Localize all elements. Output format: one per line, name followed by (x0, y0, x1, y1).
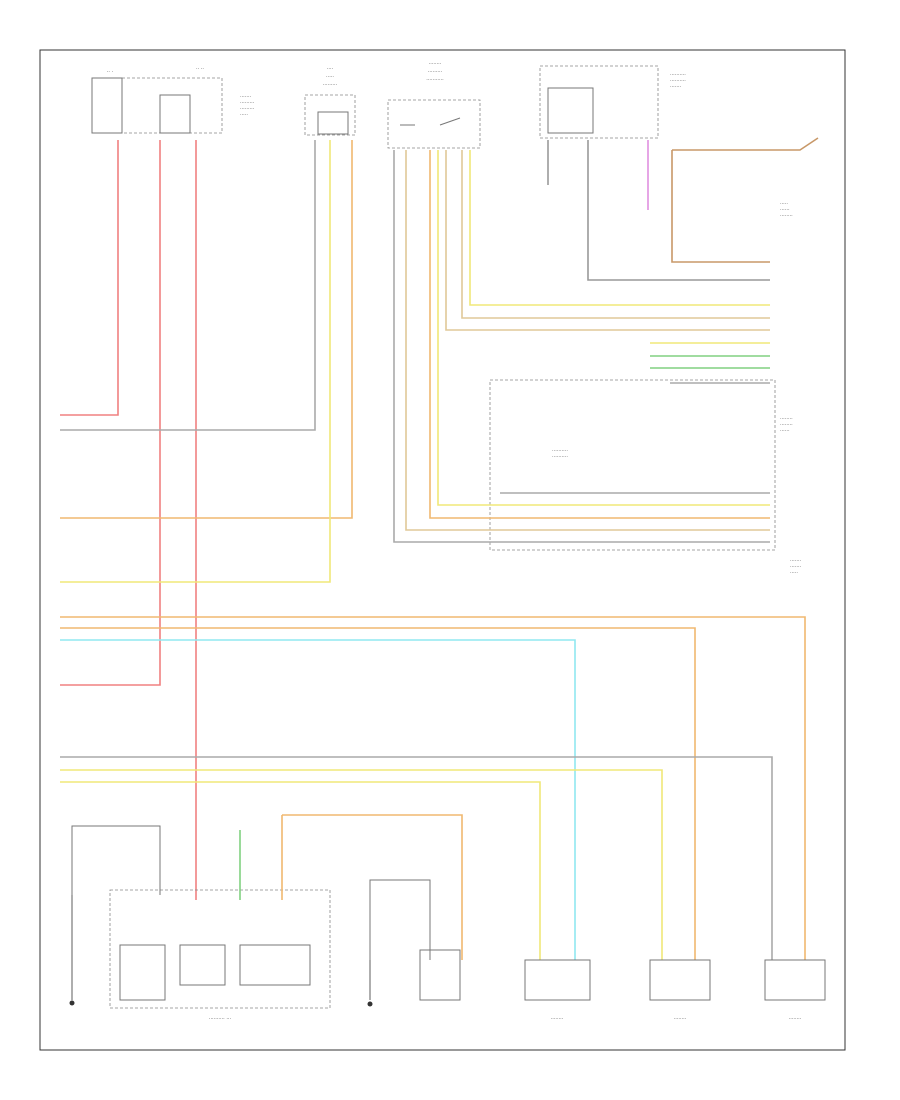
wire-yellow-3 (437, 150, 770, 506)
wire-module-pin-2 (587, 140, 770, 281)
wire-yellow-1 (60, 140, 331, 583)
svg-text:··········: ·········· (552, 454, 568, 460)
svg-text:······: ······ (780, 428, 790, 434)
sensor-3: ········ (764, 959, 826, 1022)
svg-text:·······: ······· (790, 558, 802, 564)
wire-gray-2 (393, 150, 770, 543)
svg-text:·········: ········· (240, 106, 255, 112)
relay-box: ···· ····· ········· (304, 66, 356, 136)
svg-text:·········: ········· (428, 69, 443, 75)
svg-text:·····: ····· (240, 112, 248, 118)
cluster-box: ·········· ··· (109, 889, 331, 1022)
module-top-right: ·········· ·········· ······· (539, 65, 686, 139)
ground-2-icon (367, 1001, 373, 1007)
svg-text:········: ········ (780, 422, 793, 428)
wire-orange-3 (282, 814, 463, 960)
svg-text:········: ········ (780, 213, 793, 219)
svg-text:·······: ······· (670, 84, 682, 90)
wire-yellow-long-2 (60, 781, 541, 960)
wire-red-1 (60, 140, 119, 416)
wire-orange-2 (429, 150, 770, 519)
svg-text:···········: ··········· (426, 77, 444, 83)
svg-text:········: ········ (789, 1016, 802, 1022)
fuse-block: ·· · ·· ·· ······· ········· ········· ·… (91, 66, 255, 134)
wire-orange-long-2 (60, 627, 696, 960)
wire-tan-3 (405, 150, 770, 531)
svg-text:····: ···· (327, 66, 334, 72)
svg-text:··········: ·········· (670, 78, 686, 84)
svg-text:·····: ····· (790, 570, 798, 576)
wire-red-2 (60, 140, 161, 686)
switch-block: ········ ········· ··········· (387, 61, 481, 149)
svg-text:·····: ····· (326, 74, 334, 80)
svg-text:·······: ······· (790, 564, 802, 570)
ground-link-1 (71, 825, 161, 895)
svg-text:·······: ······· (240, 94, 252, 100)
svg-text:·········· ···: ·········· ··· (209, 1016, 232, 1022)
switch-loop: ····· ······ ········ (671, 137, 819, 263)
wire-yellow-2 (469, 150, 770, 306)
diagram-frame (39, 49, 846, 1051)
wire-gray-1 (60, 140, 316, 431)
svg-text:·· ··: ·· ·· (196, 66, 204, 72)
wire-yellow-long (60, 769, 663, 960)
ground-1-icon (69, 1000, 75, 1006)
bottom-switch (419, 949, 461, 1001)
svg-text:········: ········ (674, 1016, 687, 1022)
wire-tan-1 (461, 150, 770, 319)
svg-text:········: ········ (429, 61, 442, 67)
svg-text:········: ········ (551, 1016, 564, 1022)
sensor-2: ········ (649, 959, 711, 1022)
svg-text:··········: ·········· (552, 448, 568, 454)
wire-cyan-long (60, 639, 576, 960)
svg-text:··········: ·········· (670, 72, 686, 78)
wire-tan-2 (445, 150, 770, 331)
svg-text:······: ······ (780, 207, 790, 213)
ground-link-2 (369, 879, 431, 960)
module-box: ········ ········ ······ ······· ·······… (489, 379, 802, 576)
svg-text:········: ········ (780, 416, 793, 422)
sensor-1: ········ (524, 959, 591, 1022)
wire-orange-long (60, 616, 806, 960)
wire-orange-1 (60, 140, 353, 519)
wire-gray-long (60, 756, 773, 960)
svg-text:·····: ····· (780, 201, 788, 207)
svg-text:·········: ········· (323, 82, 338, 88)
svg-text:·· ·: ·· · (107, 69, 114, 75)
svg-text:·········: ········· (240, 100, 255, 106)
